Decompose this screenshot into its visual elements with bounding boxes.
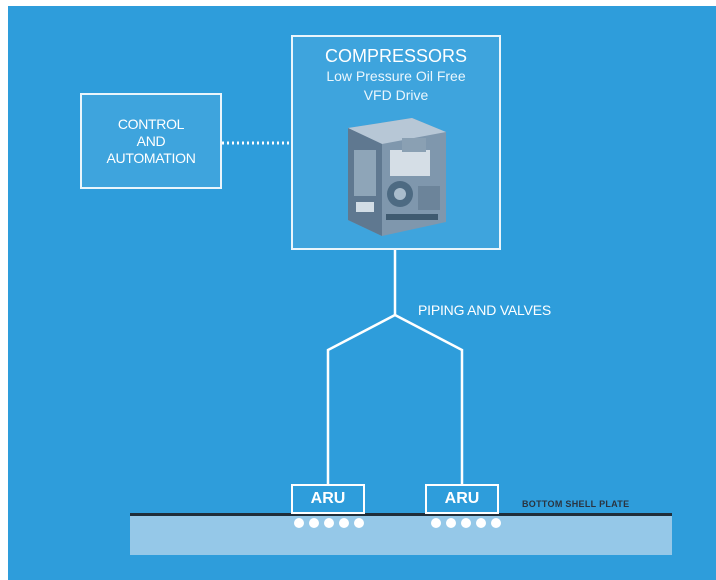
aru-unit-left: ARU (291, 484, 365, 514)
compressors-title: COMPRESSORS (324, 46, 468, 66)
air-nozzle (476, 518, 486, 528)
air-nozzle (309, 518, 319, 528)
piping-valves-label: PIPING AND VALVES (418, 302, 552, 318)
aru-nozzles-right (431, 518, 501, 530)
control-line-2: AND (136, 132, 166, 149)
bottom-shell-plate (130, 515, 672, 555)
bottom-shell-plate-label: BOTTOM SHELL PLATE (522, 499, 630, 509)
control-automation-box: CONTROL AND AUTOMATION (80, 93, 222, 189)
aru-nozzles-left (294, 518, 364, 530)
air-nozzle (324, 518, 334, 528)
air-nozzle (354, 518, 364, 528)
air-nozzle (339, 518, 349, 528)
compressors-box: COMPRESSORS Low Pressure Oil Free VFD Dr… (291, 35, 501, 250)
air-nozzle (461, 518, 471, 528)
compressor-machine-image (348, 118, 446, 236)
compressors-subtitle-1: Low Pressure Oil Free (326, 68, 466, 84)
control-line-3: AUTOMATION (106, 149, 196, 166)
air-nozzle (446, 518, 456, 528)
shell-plate-line (130, 513, 672, 516)
control-automation-label: CONTROL AND AUTOMATION (91, 116, 211, 167)
air-nozzle (294, 518, 304, 528)
air-nozzle (431, 518, 441, 528)
air-nozzle (491, 518, 501, 528)
control-line-1: CONTROL (117, 115, 185, 132)
compressors-subtitle-2: VFD Drive (363, 87, 429, 103)
aru-unit-right: ARU (425, 484, 499, 514)
